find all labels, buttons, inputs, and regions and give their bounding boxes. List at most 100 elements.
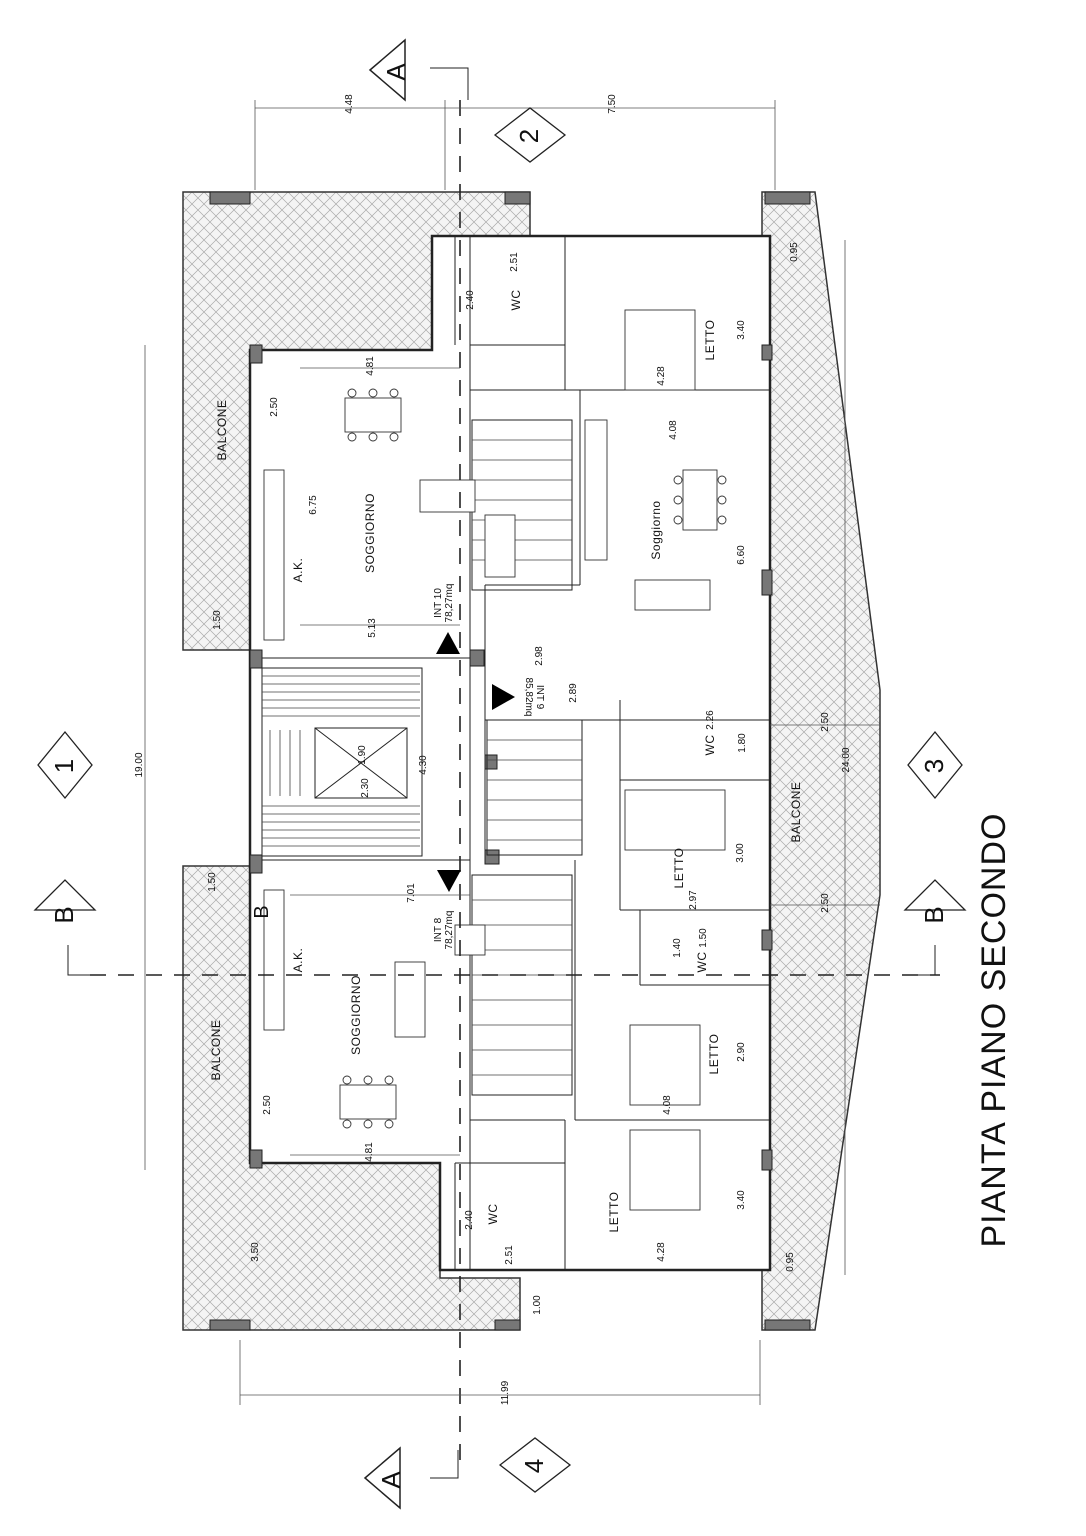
kitchen-2 <box>584 419 608 561</box>
bed-1 <box>624 309 696 391</box>
section-b-left-marker <box>33 879 97 976</box>
axis-marker-2 <box>493 107 567 163</box>
bed-2 <box>624 789 726 851</box>
dim-2-40-top: 2.40 <box>465 290 476 310</box>
dim-1-50-wc: 1.50 <box>698 928 709 948</box>
dim-2-50-r2: 2.50 <box>820 893 831 913</box>
stair-arrow-3 <box>437 870 461 892</box>
dim-19-00: 19.00 <box>134 752 145 777</box>
dim-1-00: 1.00 <box>532 1295 543 1315</box>
unit-int8-name: INT 8 <box>433 917 444 942</box>
plan-title: PIANTA PIANO SECONDO <box>975 812 1013 1247</box>
room-balcone-right: BALCONE <box>789 782 803 843</box>
stair-arrow-2 <box>492 684 515 710</box>
dim-7-50: 7.50 <box>607 94 618 114</box>
axis-4-label: 4 <box>519 1459 549 1473</box>
dim-2-90: 2.90 <box>736 1042 747 1062</box>
unit-int9-name: INT 9 <box>534 685 545 710</box>
kitchen-1 <box>263 469 285 641</box>
room-wc-4: WC <box>486 1204 500 1225</box>
section-b-right-label: B <box>919 906 949 923</box>
dim-4-48: 4.48 <box>344 94 355 114</box>
room-ak-2: A.K. <box>291 948 305 973</box>
dim-2-50-b: 2.50 <box>262 1095 273 1115</box>
dim-1-90: 1.90 <box>357 745 368 765</box>
dim-1-50-b: 1.50 <box>207 872 218 892</box>
balcone-right-area <box>761 191 881 1331</box>
section-a-bottom-marker <box>363 1446 459 1510</box>
dining-table-3 <box>339 1075 397 1129</box>
dim-7-01: 7.01 <box>406 883 417 903</box>
axis-marker-3 <box>907 730 963 800</box>
sofa-4 <box>394 961 426 1038</box>
dim-4-30: 4.30 <box>418 755 429 775</box>
sofa-3 <box>634 579 711 611</box>
dimension-lines <box>144 100 880 1405</box>
section-b-left-label: B <box>49 906 79 923</box>
dining-table-1 <box>344 388 402 442</box>
building-outline <box>248 234 772 1272</box>
stairwell <box>261 667 423 857</box>
dim-4-81-b: 4.81 <box>364 1142 375 1162</box>
dim-2-50-r1: 2.50 <box>820 712 831 732</box>
dim-3-50: 3.50 <box>250 1242 261 1262</box>
axis-3-label: 3 <box>919 759 949 773</box>
bed-4 <box>629 1129 701 1211</box>
dim-2-51-b: 2.51 <box>504 1245 515 1265</box>
section-b-inner-label: B <box>251 905 273 918</box>
room-letto-1: LETTO <box>703 320 717 361</box>
dim-0-95-b: 0.95 <box>785 1252 796 1272</box>
unit-int10-area: 78,27mq <box>444 584 455 623</box>
section-a-bottom-label: A <box>376 1471 406 1489</box>
dim-1-50-top: 1.50 <box>212 610 223 630</box>
room-soggiorno-2: SOGGIORNO <box>349 975 363 1055</box>
bed-3 <box>629 1024 701 1106</box>
room-balcone-bottom: BALCONE <box>209 1020 223 1081</box>
axis-marker-1 <box>37 730 93 800</box>
dim-2-89: 2.89 <box>568 683 579 703</box>
dim-4-28-b: 4.28 <box>656 1242 667 1262</box>
room-ak-1: A.K. <box>291 558 305 583</box>
dim-24-00: 24.00 <box>841 747 852 772</box>
dim-11-99: 11.99 <box>500 1380 511 1405</box>
axis-marker-4 <box>498 1437 572 1493</box>
dim-1-80: 1.80 <box>737 733 748 753</box>
room-wc-3: WC <box>695 952 709 973</box>
dim-4-08-top: 4.08 <box>668 420 679 440</box>
dim-6-75: 6.75 <box>308 495 319 515</box>
unit-int8-area: 78,27mq <box>444 911 455 950</box>
axis-1-label: 1 <box>49 759 79 773</box>
dim-2-30: 2.30 <box>360 778 371 798</box>
room-letto-3: LETTO <box>707 1034 721 1075</box>
section-a-top-label: A <box>381 63 411 81</box>
dim-4-81-top: 4.81 <box>365 356 376 376</box>
stair-arrow-1 <box>436 632 460 654</box>
room-soggiorno-3: Soggiorno <box>649 500 663 559</box>
section-b-right-marker <box>903 879 967 976</box>
axis-2-label: 2 <box>514 129 544 143</box>
dim-4-08-b: 4.08 <box>662 1095 673 1115</box>
dim-4-28-top: 4.28 <box>656 366 667 386</box>
dim-2-26: 2.26 <box>705 710 716 730</box>
dim-2-50-top: 2.50 <box>269 397 280 417</box>
room-wc-1: WC <box>509 290 523 311</box>
section-a-top-marker <box>368 38 469 102</box>
room-balcone-top: BALCONE <box>215 400 229 461</box>
unit-int10-name: INT 10 <box>433 588 444 618</box>
dining-table-2 <box>673 469 727 531</box>
dim-5-13: 5.13 <box>367 618 378 638</box>
dim-6-60: 6.60 <box>736 545 747 565</box>
dim-2-97: 2.97 <box>688 890 699 910</box>
kitchen-3 <box>263 889 285 1031</box>
internal-walls <box>250 236 770 1270</box>
dim-1-40: 1.40 <box>672 938 683 958</box>
room-soggiorno-1: SOGGIORNO <box>363 493 377 573</box>
room-wc-2: WC <box>703 735 717 756</box>
dim-2-98: 2.98 <box>534 646 545 666</box>
sofa-1 <box>419 479 476 513</box>
structural-columns <box>209 191 811 1331</box>
room-letto-4: LETTO <box>607 1192 621 1233</box>
sofa-2 <box>484 514 516 578</box>
dim-3-00: 3.00 <box>735 843 746 863</box>
